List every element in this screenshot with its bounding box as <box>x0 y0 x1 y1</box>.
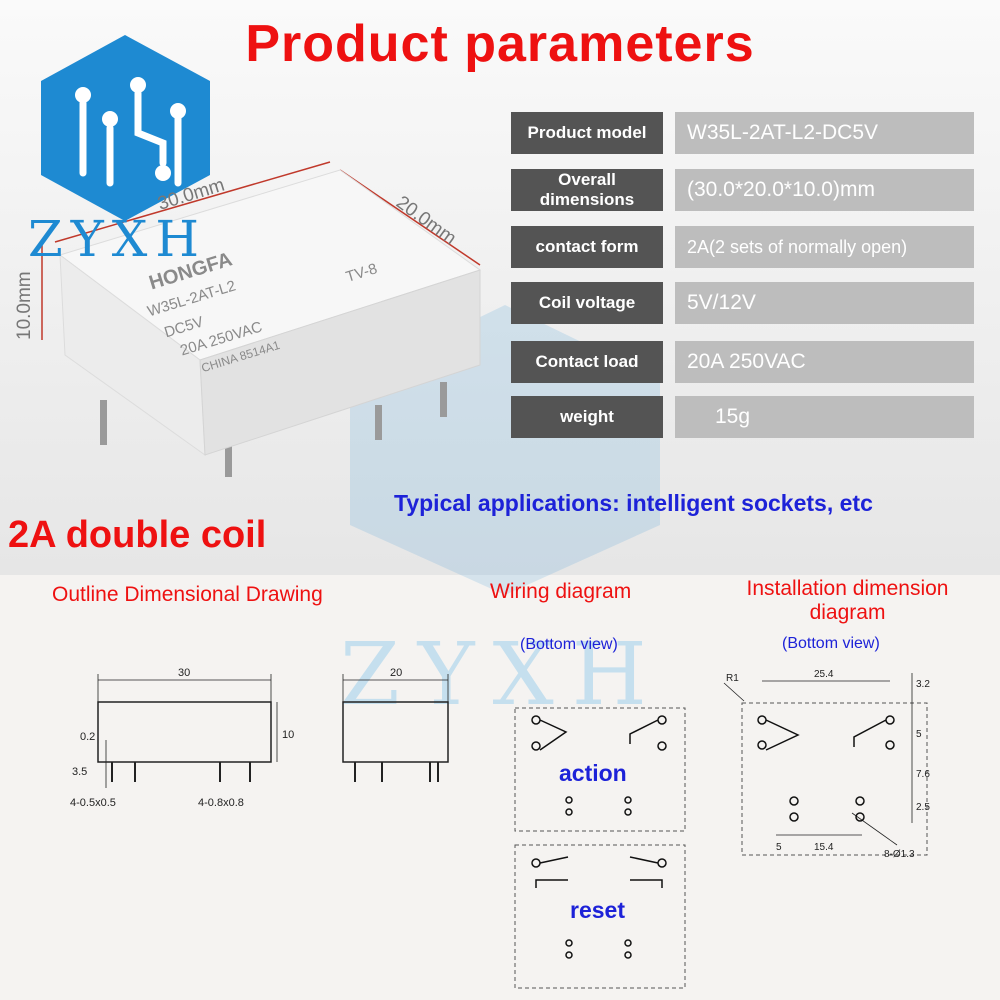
install-dim-32: 3.2 <box>916 679 930 690</box>
relay-photo: HONGFA W35L-2AT-L2 DC5V 20A 250VAC CHINA… <box>14 161 482 477</box>
outline-dim-pin: 3.5 <box>72 766 87 778</box>
install-dim-width: 25.4 <box>814 669 834 680</box>
dim-height-label: 10.0mm <box>14 271 35 340</box>
wiring-drawing <box>514 707 686 989</box>
outline-pin-a: 4-0.5x0.5 <box>70 797 116 809</box>
wiring-title: Wiring diagram <box>490 580 632 603</box>
param-label: Coil voltage <box>511 282 663 324</box>
param-label: contact form <box>511 226 663 268</box>
outline-dim-height: 10 <box>282 729 294 741</box>
install-dim-154: 15.4 <box>814 842 834 853</box>
install-radius: R1 <box>726 673 739 684</box>
param-label: Overall dimensions <box>511 169 663 211</box>
brand-name: ZYXH <box>28 210 207 268</box>
param-label: weight <box>511 396 663 438</box>
outline-dim-front: 30 <box>178 667 190 679</box>
param-value: 5V/12V <box>675 282 974 324</box>
param-label: Contact load <box>511 341 663 383</box>
outline-drawing: 30 20 10 0.2 3.5 4-0.5x0.5 4-0.8x0.8 <box>70 667 449 809</box>
install-drawing: 25.4 3.2 5 7.6 2.5 5 15.4 8-Ø1.3 R1 <box>723 669 930 860</box>
param-value: 2A(2 sets of normally open) <box>675 226 974 268</box>
param-value: W35L-2AT-L2-DC5V <box>675 112 974 154</box>
install-title: Installation dimension diagram <box>746 577 949 624</box>
install-dim-5b: 5 <box>776 842 782 853</box>
wiring-reset-label: reset <box>570 897 625 923</box>
outline-dim-gap: 0.2 <box>80 731 95 743</box>
wiring-action-label: action <box>559 760 627 786</box>
install-dim-5a: 5 <box>916 729 922 740</box>
install-dim-25: 2.5 <box>916 802 930 813</box>
outline-dim-side: 20 <box>390 667 402 679</box>
install-hole: 8-Ø1.3 <box>884 849 915 860</box>
param-value: 20A 250VAC <box>675 341 974 383</box>
install-dim-76: 7.6 <box>916 769 930 780</box>
page-title: Product parameters <box>245 15 755 73</box>
param-value: 15g <box>675 396 974 438</box>
param-label: Product model <box>511 112 663 154</box>
install-subtitle: (Bottom view) <box>782 635 880 652</box>
coil-type-heading: 2A double coil <box>8 514 267 556</box>
brand-logo-icon <box>41 35 210 221</box>
outline-pin-b: 4-0.8x0.8 <box>198 797 244 809</box>
drawings-panel <box>0 575 1000 1000</box>
param-value: (30.0*20.0*10.0)mm <box>675 169 974 211</box>
wiring-subtitle: (Bottom view) <box>520 636 618 653</box>
outline-title: Outline Dimensional Drawing <box>52 583 323 606</box>
applications-text: Typical applications: intelligent socket… <box>394 490 873 516</box>
